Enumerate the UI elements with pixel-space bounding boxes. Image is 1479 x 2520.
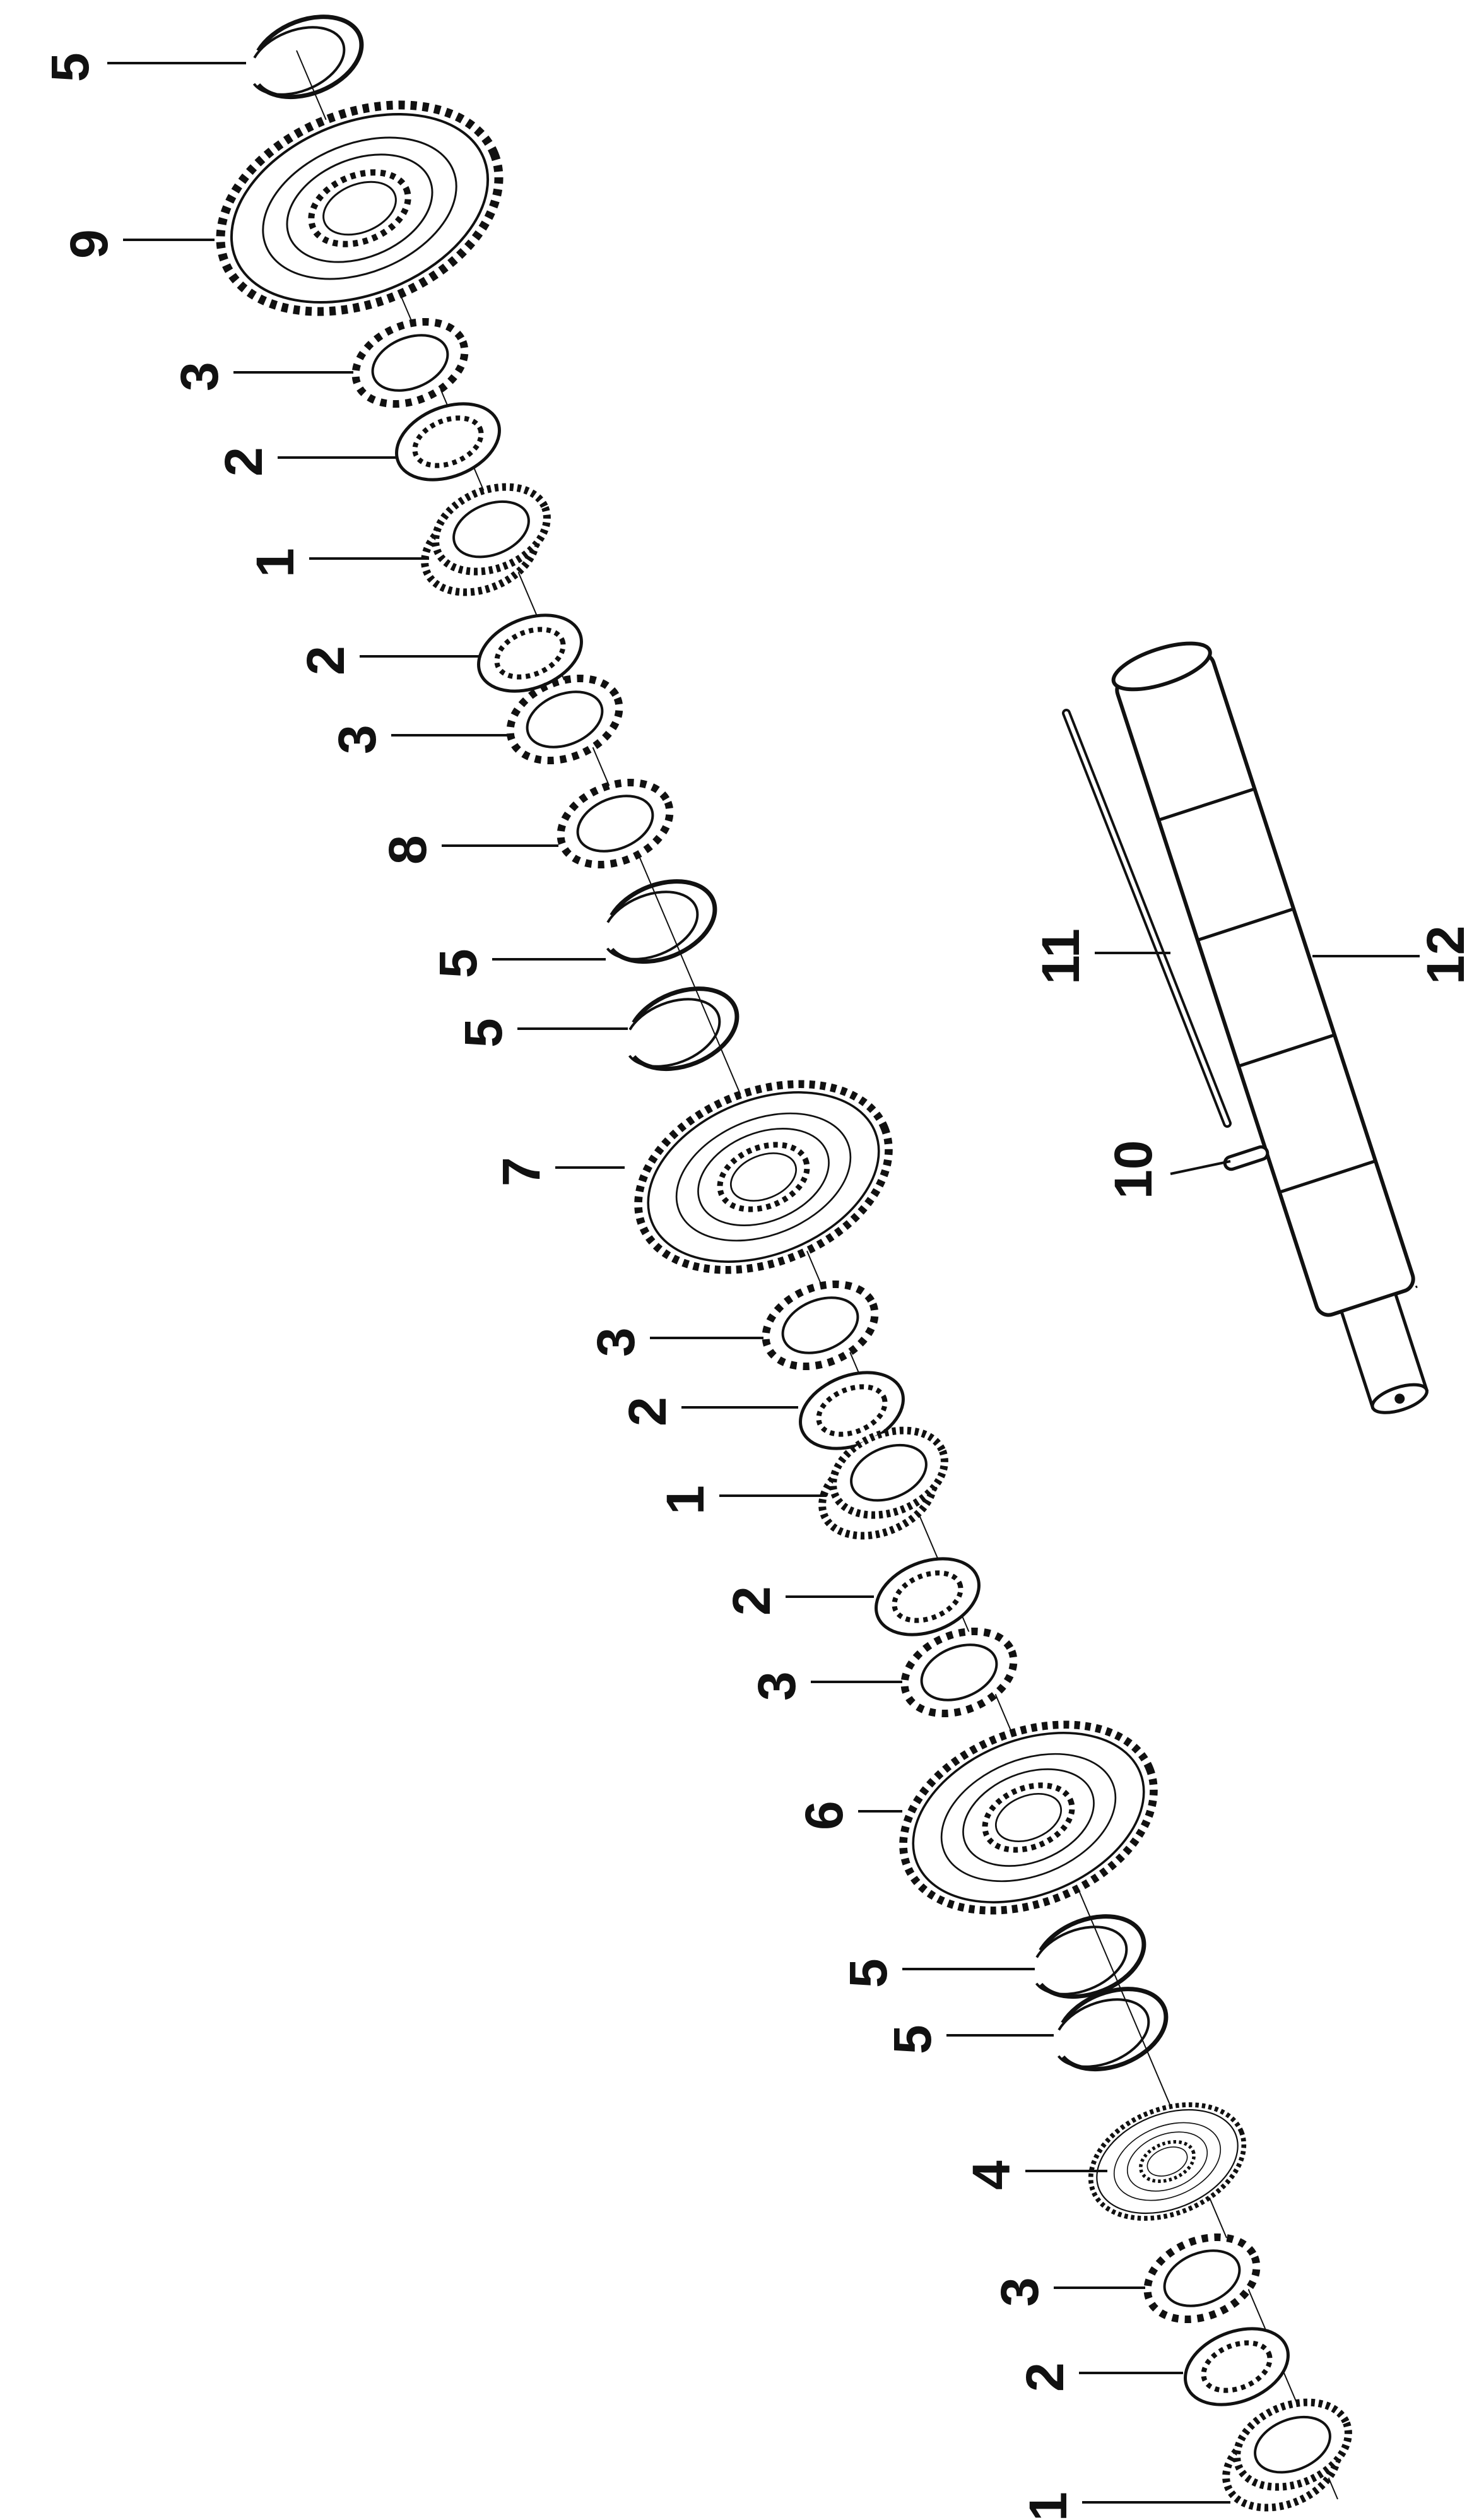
callout-label: 2	[618, 1397, 677, 1426]
needle-bearing-1a	[406, 471, 565, 608]
callout-label: 9	[59, 229, 119, 259]
callout-label: 1	[1018, 2492, 1078, 2520]
callout-label: 5	[883, 2025, 942, 2054]
callout-label: 12	[1416, 926, 1475, 985]
callout-label: 2	[296, 646, 355, 675]
callout-label: 3	[747, 1671, 806, 1701]
callout-label: 7	[492, 1157, 551, 1186]
leader-lines	[107, 62, 1420, 2504]
callout-label: 4	[962, 2160, 1021, 2190]
callout-label: 3	[170, 362, 229, 391]
callout-label: 1	[656, 1485, 715, 1515]
callout-label: 3	[586, 1327, 645, 1357]
main-shaft-12	[1111, 641, 1429, 1414]
callout-label: 6	[794, 1801, 854, 1830]
gear-7	[611, 1049, 917, 1304]
callout-label: 2	[722, 1586, 781, 1616]
callout-label: 5	[839, 1958, 898, 1988]
sync-ring-3a	[343, 307, 477, 420]
pin-10	[1223, 1145, 1270, 1171]
splined-ring-8	[548, 767, 682, 880]
callout-label: 10	[1104, 1140, 1163, 1199]
snap-ring-top	[239, 2, 374, 113]
snap-ring-5c	[1021, 1902, 1156, 2013]
snap-ring-5d	[1043, 1974, 1178, 2085]
thrust-washer-2e	[1174, 2314, 1300, 2419]
gear-4	[1074, 2083, 1261, 2240]
sync-ring-3e	[1135, 2222, 1269, 2335]
snap-ring-5a	[592, 867, 727, 978]
callout-label: 3	[327, 725, 387, 754]
gear-9	[190, 66, 530, 350]
callout-label: 3	[990, 2277, 1049, 2307]
needle-bearing-1c	[1208, 2387, 1367, 2520]
callout-label: 2	[214, 447, 273, 476]
callout-label: 2	[1015, 2362, 1075, 2392]
callout-label: 5	[428, 949, 488, 978]
thrust-washer-2a	[386, 389, 511, 494]
callout-label: 8	[378, 835, 437, 865]
sync-ring-3c	[753, 1269, 887, 1382]
callout-labels: 5 9 3 2 1 2 3 8 5 5 7 3 2 1 2 3 6 5 5 4 …	[40, 52, 1475, 2520]
gear-6	[876, 1689, 1182, 1945]
callout-label: 5	[454, 1018, 513, 1048]
callout-label: 11	[1031, 928, 1090, 985]
callout-label: 1	[245, 548, 305, 577]
callout-label: 5	[40, 52, 100, 82]
